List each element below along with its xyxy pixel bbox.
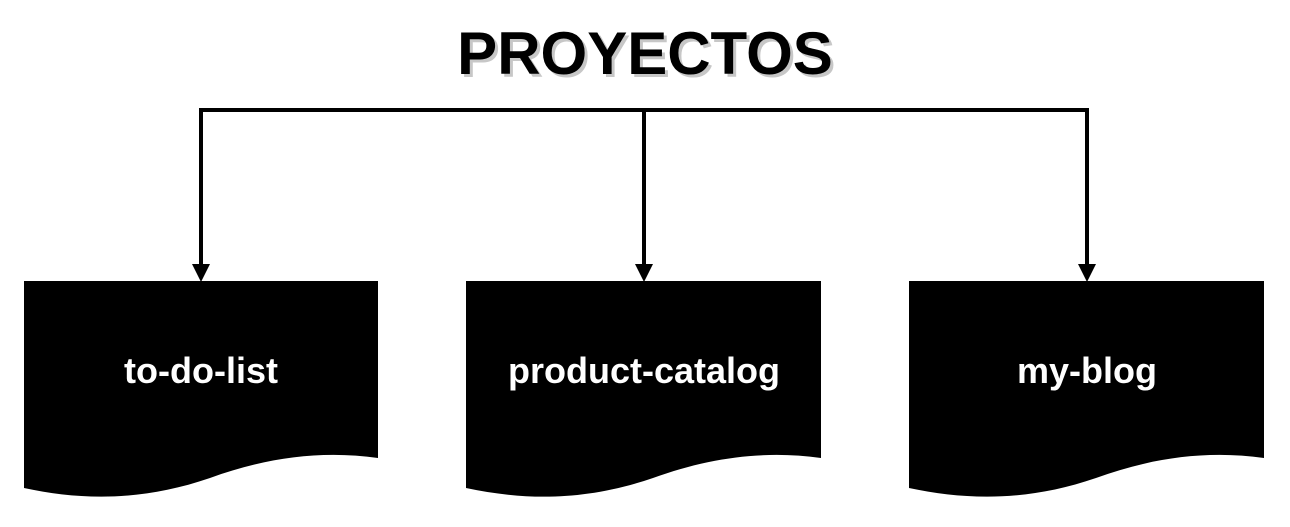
- arrow-head-icon: [192, 264, 210, 282]
- title-text: PROYECTOS: [457, 20, 833, 87]
- document-shape: [909, 281, 1264, 497]
- project-label: my-blog: [1017, 350, 1157, 391]
- document-shape: [24, 281, 378, 497]
- arrow-head-icon: [1078, 264, 1096, 282]
- connector-lines: [192, 108, 1096, 282]
- project-node-to-do-list: to-do-list: [24, 281, 378, 497]
- project-node-my-blog: my-blog: [909, 281, 1264, 497]
- arrow-head-icon: [635, 264, 653, 282]
- title-shadow: PROYECTOS: [460, 23, 836, 90]
- project-label: product-catalog: [508, 350, 780, 391]
- diagram-title: PROYECTOS PROYECTOS: [457, 20, 836, 90]
- document-shape: [466, 281, 821, 497]
- project-node-product-catalog: product-catalog: [466, 281, 821, 497]
- project-label: to-do-list: [124, 350, 278, 391]
